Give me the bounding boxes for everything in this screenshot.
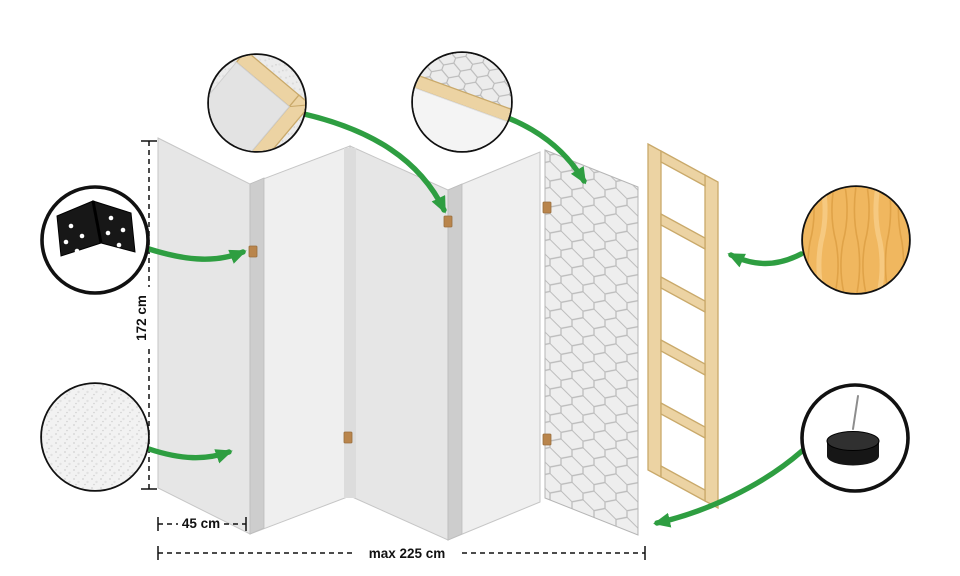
cube-pattern-overlay [545,150,638,535]
max-width-dimension-ticks [157,546,646,560]
callout-foot [800,383,910,493]
height-dimension-ticks [141,140,157,490]
arrow-fabric [146,446,233,464]
arrow-foot [653,448,805,528]
wooden-frame [647,142,719,510]
callout-arrows [146,111,805,528]
panel-3 [349,145,449,541]
panel-width-dimension-ticks [157,517,247,531]
patterned-panel [544,149,639,536]
foot-glide-icon [826,395,880,466]
frame-rung [660,149,706,188]
hinge-icon [56,200,136,257]
hinge-marker [343,431,353,444]
arrow-hinge [146,246,247,264]
max-width-dimension-label: max 225 cm [369,546,446,561]
arrow-frame-corner [301,111,447,214]
arrow-pattern-corner [505,115,587,185]
callout-fabric [40,382,150,492]
frame-rung [660,212,706,251]
frame-rung [660,275,706,314]
frame-rung [660,401,706,440]
frame-right-rail [704,173,719,510]
panel-fold-edge-2 [344,148,356,498]
dimensions: 172 cm 45 cm max 225 cm [134,140,646,561]
panel-1 [157,137,251,535]
frame-rung [660,464,706,503]
panel-2 [249,145,351,535]
callout-hinge [40,185,150,295]
hinge-markers [248,201,552,446]
frame-rung [660,338,706,377]
height-dimension-label: 172 cm [134,295,149,341]
hinge-marker [248,245,258,258]
frame-left-rail [647,142,662,479]
fabric-texture-icon [42,384,148,490]
hinge-marker [443,215,453,228]
arrow-wood [727,251,804,268]
hinge-marker [542,433,552,446]
panel-width-dimension-label: 45 cm [182,516,220,531]
panel-fold-edge-3 [447,183,463,541]
panel-fold-edge-1 [249,177,265,535]
hinge-marker [542,201,552,214]
folding-screen [157,137,541,541]
